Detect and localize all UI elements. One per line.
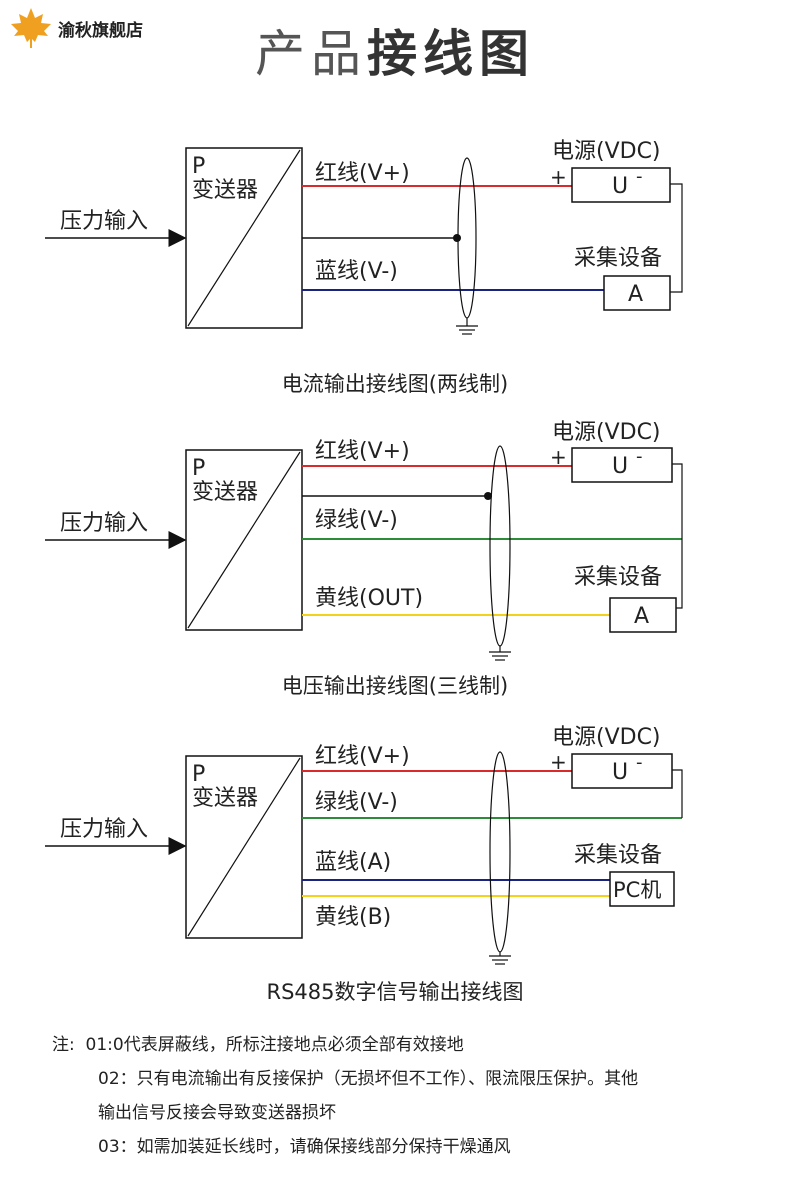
- wire-label: 红线(V+): [315, 744, 410, 769]
- power-return-wire: [670, 183, 683, 293]
- note-text: 03：如需加装延长线时，请确保接线部分保持干燥通风: [98, 1137, 511, 1157]
- ground-icon: [456, 325, 478, 335]
- power-symbol: U: [612, 174, 628, 199]
- pc-box: [609, 871, 675, 907]
- ammeter-symbol: A: [628, 282, 643, 307]
- note-text: 02：只有电流输出有反接保护（无损坏但不工作）、限流限压保护。其他: [98, 1069, 639, 1089]
- device-label: 采集设备: [574, 843, 662, 868]
- wire-label: 红线(V+): [315, 161, 410, 186]
- ammeter-box: [609, 597, 677, 633]
- pressure-input-label: 压力输入: [60, 511, 148, 536]
- notes-prefix: 注:: [52, 1035, 75, 1055]
- power-label: 电源(VDC): [552, 139, 661, 164]
- wire-label: 黄线(B): [315, 905, 391, 930]
- power-return-wire: [672, 463, 683, 539]
- ground-icon: [489, 651, 511, 661]
- ground-icon: [489, 955, 511, 965]
- device-label: 采集设备: [574, 246, 662, 271]
- wiring-diagram-current: 压力输入 P 变送器 红线(V+) 蓝线(V-) 电源(VDC) + U - 采…: [0, 130, 790, 340]
- power-minus: -: [636, 752, 643, 773]
- page-title: 产品接线图: [0, 14, 790, 86]
- transmitter-p: P: [192, 154, 205, 179]
- wiring-diagram-rs485: 压力输入 P 变送器 红线(V+) 绿线(V-) 蓝线(A) 黄线(B) 电源(…: [0, 716, 790, 970]
- transmitter-p: P: [192, 456, 205, 481]
- power-return-wire: [672, 769, 683, 818]
- power-plus: +: [550, 165, 567, 189]
- transmitter-diagonal: [187, 757, 301, 937]
- transmitter-diagonal: [187, 149, 301, 327]
- transmitter-name: 变送器: [192, 178, 258, 203]
- note-text: 01:0代表屏蔽线，所标注接地点必须全部有效接地: [85, 1035, 464, 1055]
- pressure-input-label: 压力输入: [60, 209, 148, 234]
- shield-loop: [489, 751, 511, 953]
- device-return-wire: [676, 539, 683, 609]
- power-minus: -: [636, 446, 643, 467]
- power-source-box: [571, 753, 673, 789]
- transmitter-name: 变送器: [192, 786, 258, 811]
- note-row: 输出信号反接会导致变送器损坏: [52, 1096, 772, 1130]
- wire-label: 黄线(OUT): [315, 586, 423, 611]
- brand: 渝秋旗舰店: [8, 6, 143, 50]
- shield-junction: [484, 492, 492, 500]
- pressure-input-label: 压力输入: [60, 817, 148, 842]
- power-source-box: [571, 447, 673, 483]
- wire-label: 红线(V+): [315, 439, 410, 464]
- power-label: 电源(VDC): [552, 420, 661, 445]
- note-text: 输出信号反接会导致变送器损坏: [98, 1103, 336, 1123]
- power-symbol: U: [612, 760, 628, 785]
- device-label: 采集设备: [574, 565, 662, 590]
- wire-label: 蓝线(A): [315, 850, 391, 875]
- brand-name: 渝秋旗舰店: [58, 20, 143, 41]
- power-label: 电源(VDC): [552, 725, 661, 750]
- title-part2: 接线图: [367, 25, 535, 83]
- pc-label: PC机: [613, 878, 661, 902]
- caption-rs485: RS485数字信号输出接线图: [266, 980, 524, 1004]
- note-row: 注: 01:0代表屏蔽线，所标注接地点必须全部有效接地: [52, 1028, 772, 1062]
- note-row: 02：只有电流输出有反接保护（无损坏但不工作）、限流限压保护。其他: [52, 1062, 772, 1096]
- power-plus: +: [550, 445, 567, 469]
- ammeter-symbol: A: [634, 604, 649, 629]
- power-source-box: [571, 167, 671, 203]
- transmitter-diagonal: [187, 451, 301, 629]
- power-symbol: U: [612, 454, 628, 479]
- shield-junction: [453, 234, 461, 242]
- transmitter-name: 变送器: [192, 480, 258, 505]
- wire-label: 绿线(V-): [315, 508, 398, 533]
- caption-voltage: 电压输出接线图(三线制): [281, 674, 509, 698]
- power-plus: +: [550, 750, 567, 774]
- maple-leaf-icon: [11, 8, 51, 48]
- wiring-diagram-voltage: 压力输入 P 变送器 红线(V+) 绿线(V-) 黄线(OUT) 电源(VDC)…: [0, 412, 790, 664]
- ammeter-box: [603, 275, 671, 311]
- wire-label: 蓝线(V-): [315, 259, 398, 284]
- note-row: 03：如需加装延长线时，请确保接线部分保持干燥通风: [52, 1130, 772, 1164]
- wire-label: 绿线(V-): [315, 790, 398, 815]
- title-part1: 产品: [255, 25, 367, 83]
- transmitter-p: P: [192, 762, 205, 787]
- caption-current: 电流输出接线图(两线制): [281, 372, 509, 396]
- notes: 注: 01:0代表屏蔽线，所标注接地点必须全部有效接地 02：只有电流输出有反接…: [52, 1028, 772, 1164]
- power-minus: -: [636, 166, 643, 187]
